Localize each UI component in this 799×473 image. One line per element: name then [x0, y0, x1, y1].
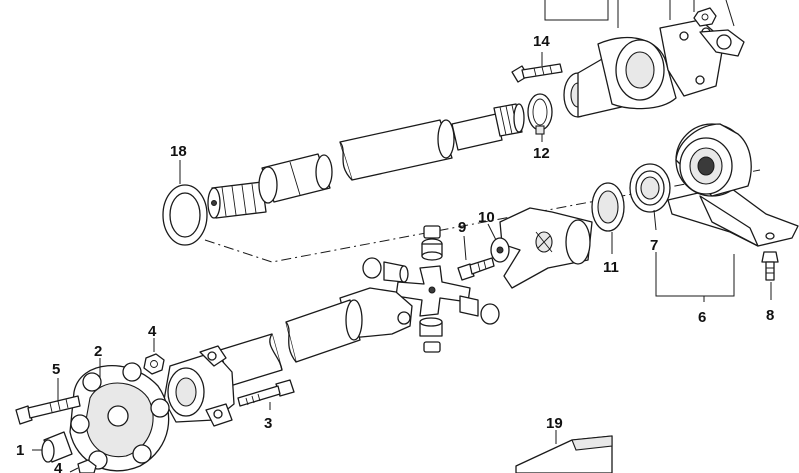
bolt-9 — [457, 257, 495, 281]
nut-4-lower — [77, 459, 97, 473]
callout-7: 7 — [650, 237, 658, 254]
yoke-10 — [490, 207, 593, 289]
callout-11: 11 — [603, 259, 619, 276]
callout-19: 19 — [546, 415, 563, 432]
center-bearing-support — [591, 123, 799, 247]
callout-2: 2 — [94, 343, 102, 360]
bolt-14 — [511, 63, 563, 83]
callout-labels: 14 12 18 9 10 11 7 6 8 4 2 5 3 1 4 19 — [16, 33, 774, 473]
bolt-5 — [15, 395, 81, 425]
bolt-8 — [761, 251, 779, 281]
callout-5: 5 — [52, 361, 60, 378]
rear-shaft-section — [563, 7, 745, 118]
leader-lines — [32, 0, 772, 473]
callout-9: 9 — [458, 219, 466, 236]
bushing-1 — [41, 431, 73, 463]
nut-4-upper — [143, 353, 165, 375]
flex-disc-2 — [69, 362, 170, 472]
callout-4-lower: 4 — [54, 460, 63, 473]
callout-18: 18 — [170, 143, 187, 160]
seal-ring-18 — [162, 184, 208, 246]
callout-10: 10 — [478, 209, 495, 226]
bolt-3 — [237, 379, 295, 407]
callout-4-upper: 4 — [148, 323, 157, 340]
callout-14: 14 — [533, 33, 550, 50]
callout-1: 1 — [16, 442, 24, 459]
circlip-12 — [527, 93, 553, 135]
lower-shaft-section — [163, 287, 413, 427]
callout-12: 12 — [533, 145, 550, 162]
cover-strip-19 — [515, 435, 613, 473]
callout-8: 8 — [766, 307, 774, 324]
front-shaft-section — [207, 103, 525, 219]
universal-joint-kit — [362, 225, 500, 353]
callout-3: 3 — [264, 415, 272, 432]
callout-6: 6 — [698, 309, 706, 326]
